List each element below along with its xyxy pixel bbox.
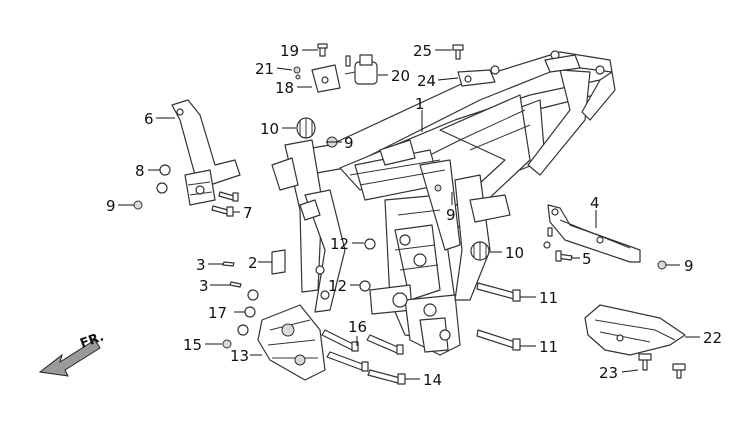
callout-4: 4 xyxy=(590,194,600,212)
callout-23: 23 xyxy=(599,364,618,382)
bolt-5 xyxy=(555,250,573,262)
washers xyxy=(133,66,667,349)
callout-1: 1 xyxy=(415,95,425,113)
front-arrow-icon xyxy=(38,339,101,377)
callout-numbers: 1 2 3 3 4 5 6 7 8 9 9 9 9 10 10 11 11 12… xyxy=(106,42,722,389)
leader-lines xyxy=(118,49,700,380)
bolt-16-b xyxy=(366,334,404,355)
callout-3b: 3 xyxy=(199,277,209,295)
screw-3-b xyxy=(229,281,242,288)
bolt-small-top xyxy=(345,55,351,67)
callout-15: 15 xyxy=(183,336,202,354)
callout-6: 6 xyxy=(144,110,154,128)
callout-24: 24 xyxy=(417,72,436,90)
callout-9a: 9 xyxy=(106,197,116,215)
bolt-23-b xyxy=(672,363,686,379)
callout-11b: 11 xyxy=(539,338,558,356)
bolt-7-b xyxy=(218,191,239,202)
callout-8: 8 xyxy=(135,162,145,180)
callout-19: 19 xyxy=(280,42,299,60)
bushing-10-top xyxy=(296,117,316,139)
bushing-10-right xyxy=(470,241,490,261)
callout-11a: 11 xyxy=(539,289,558,307)
label-plate-2 xyxy=(271,249,286,275)
bolt-16-c xyxy=(326,351,369,372)
bolt-7 xyxy=(211,205,234,217)
bolt-4 xyxy=(547,227,553,237)
plate-4 xyxy=(547,204,641,263)
callout-5: 5 xyxy=(582,250,592,268)
callout-9b: 9 xyxy=(344,134,354,152)
callout-9c: 9 xyxy=(446,206,456,224)
callout-18: 18 xyxy=(275,79,294,97)
stay-bracket-6 xyxy=(171,99,241,206)
bolt-25 xyxy=(452,44,464,60)
front-arrow-label: FR. xyxy=(78,329,106,351)
callout-25: 25 xyxy=(413,42,432,60)
callout-22: 22 xyxy=(703,329,722,347)
callout-20: 20 xyxy=(391,67,410,85)
main-frame xyxy=(271,50,616,356)
skid-plate-22 xyxy=(584,304,686,356)
bolt-11-upper xyxy=(476,282,521,302)
screw-3-a xyxy=(222,261,235,267)
bolt-11-lower xyxy=(476,329,521,351)
callout-21: 21 xyxy=(255,60,274,78)
bracket-24 xyxy=(457,69,496,87)
callout-17: 17 xyxy=(208,304,227,322)
callout-13: 13 xyxy=(230,347,249,365)
bolt-19 xyxy=(317,43,328,57)
bolt-14 xyxy=(367,369,406,385)
callout-9d: 9 xyxy=(684,257,694,275)
guard-13 xyxy=(257,304,326,381)
callout-12b: 12 xyxy=(328,277,347,295)
sensor-20 xyxy=(344,54,378,85)
bracket-18 xyxy=(311,64,341,93)
callout-16: 16 xyxy=(348,318,367,336)
callout-3a: 3 xyxy=(196,256,206,274)
callout-10b: 10 xyxy=(505,244,524,262)
callout-2: 2 xyxy=(248,254,258,272)
bolt-23 xyxy=(638,353,652,371)
callout-7: 7 xyxy=(243,204,253,222)
callout-14: 14 xyxy=(423,371,442,389)
callout-12a: 12 xyxy=(330,235,349,253)
bolt-16-a xyxy=(321,329,359,352)
callout-10a: 10 xyxy=(260,120,279,138)
